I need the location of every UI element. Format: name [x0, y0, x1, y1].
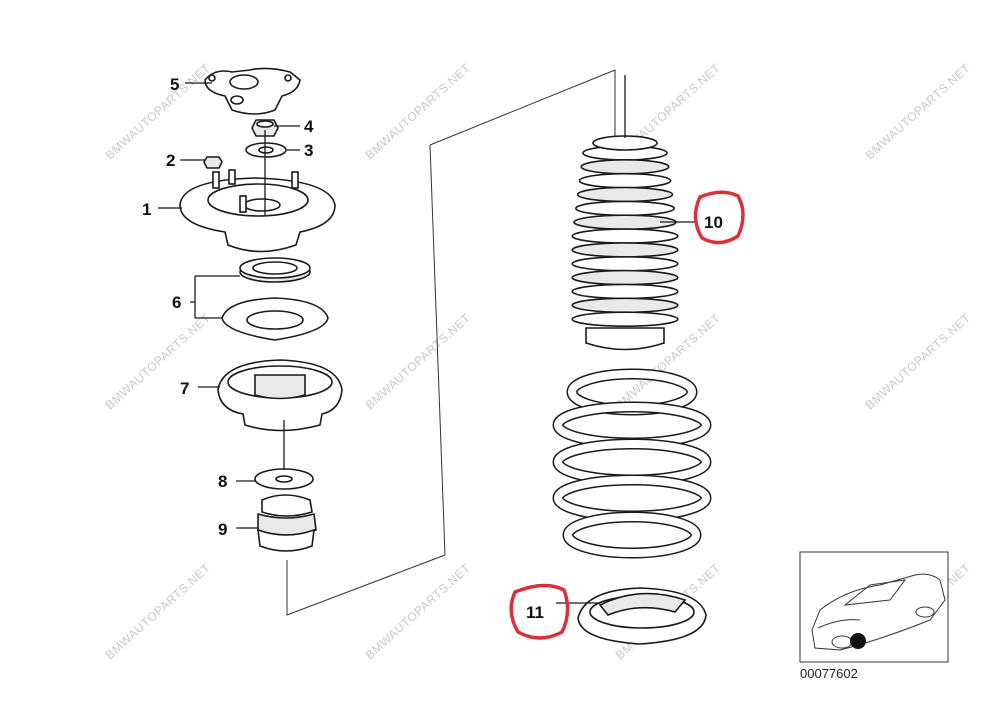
boot-fold	[571, 255, 679, 272]
watermark-text: BMWAUTOPARTS.NET	[363, 61, 474, 163]
vehicle-locator-inset	[799, 551, 949, 663]
watermark-text: BMWAUTOPARTS.NET	[103, 311, 214, 413]
watermark-text: BMWAUTOPARTS.NET	[363, 311, 474, 413]
callout-8-label: 8	[218, 472, 227, 491]
watermark-text: BMWAUTOPARTS.NET	[363, 561, 474, 663]
part-2-small-nut[interactable]	[203, 156, 223, 169]
spring-coil-face	[564, 513, 700, 557]
part-6-bearing-seat[interactable]	[221, 257, 329, 341]
boot-fold	[576, 186, 674, 203]
part-11-lower-spring-seat[interactable]	[577, 587, 707, 645]
callout-1-label: 1	[142, 200, 151, 219]
location-marker	[850, 633, 866, 649]
boot-fold	[571, 242, 679, 258]
watermark-text: BMWAUTOPARTS.NET	[103, 61, 214, 163]
callout-4-label: 4	[304, 117, 314, 136]
part-4-nut[interactable]	[251, 119, 279, 137]
part-8-washer[interactable]	[254, 468, 314, 490]
callout-3-label: 3	[304, 141, 313, 160]
boot-fold	[571, 269, 679, 286]
boot-fold	[578, 172, 672, 189]
boot-base	[585, 327, 665, 351]
boot-fold	[571, 297, 679, 314]
callout-10-label: 10	[704, 213, 723, 232]
callout-9-label: 9	[218, 520, 227, 539]
part-3-washer[interactable]	[245, 142, 287, 158]
callout-2-label: 2	[166, 151, 175, 170]
part-9-bump-stop[interactable]	[257, 494, 317, 552]
boot-fold	[571, 228, 679, 244]
watermark-text: BMWAUTOPARTS.NET	[103, 561, 214, 663]
part-1-strut-mount[interactable]	[179, 169, 336, 253]
highlight-ring-11	[509, 583, 570, 640]
callout-5: 5	[170, 75, 179, 94]
callout-6-label: 6	[172, 293, 181, 312]
coil-spring[interactable]	[552, 368, 712, 559]
highlight-ring-10	[693, 190, 745, 245]
diagram-reference-number: 00077602	[800, 666, 858, 681]
assembly-outline	[286, 69, 616, 616]
boot-fold	[580, 159, 670, 175]
leader-lines	[158, 82, 696, 604]
watermark-text: BMWAUTOPARTS.NET	[863, 61, 974, 163]
callout-7-label: 7	[180, 379, 189, 398]
boot-top	[592, 135, 658, 151]
boot-fold	[574, 200, 675, 217]
part-7-upper-spring-seat[interactable]	[217, 359, 343, 432]
boot-fold	[571, 283, 679, 300]
boot-fold	[571, 311, 679, 328]
part-5-mount-plate[interactable]	[204, 67, 301, 115]
part-10-dust-boot[interactable]	[571, 135, 679, 351]
callout-11-label: 11	[526, 603, 544, 622]
watermark-text: BMWAUTOPARTS.NET	[863, 311, 974, 413]
